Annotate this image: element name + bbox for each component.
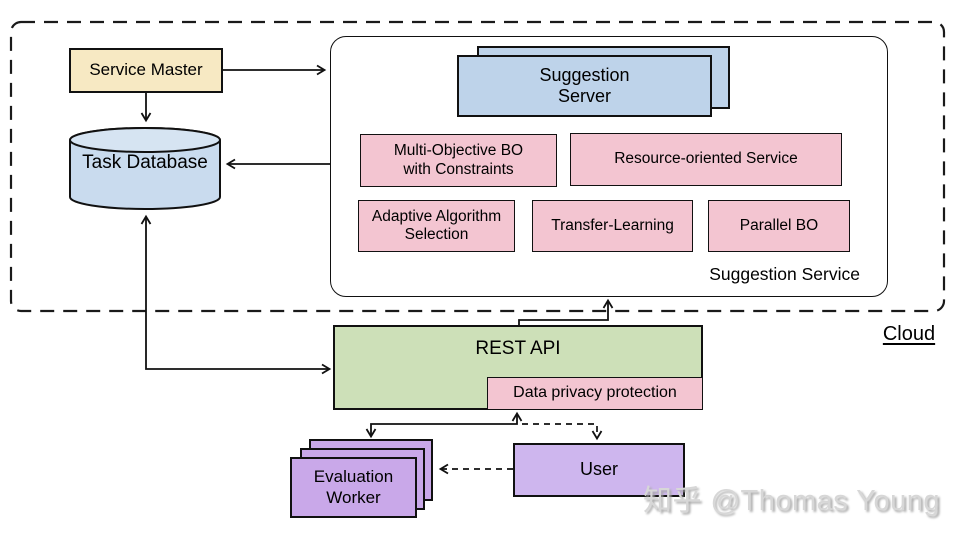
suggestion-server-label-line2: Server [557, 86, 611, 106]
parallel-bo-node: Parallel BO [708, 200, 850, 252]
arrow-evaluation-worker-data-privacy-bidirectional [365, 411, 523, 439]
resource-oriented-label: Resource-oriented Service [614, 150, 798, 168]
cloud-label: Cloud [882, 323, 936, 345]
cylinder-top [69, 127, 221, 153]
resource-oriented-service-node: Resource-oriented Service [570, 133, 842, 186]
dashed-arrow-data-privacy-to-user [522, 423, 603, 441]
suggestion-server-node: Suggestion Server [457, 55, 712, 117]
data-privacy-label: Data privacy protection [513, 384, 677, 402]
transfer-learning-node: Transfer-Learning [532, 200, 693, 252]
multi-objective-bo-node: Multi-Objective BO with Constraints [360, 134, 557, 187]
multi-objective-line1: Multi-Objective BO [393, 142, 524, 160]
user-label: User [579, 459, 618, 480]
suggestion-server-label-line1: Suggestion [539, 64, 630, 85]
watermark-text: 知乎 @Thomas Young [643, 485, 940, 517]
multi-objective-line2: with Constraints [403, 160, 514, 178]
suggestion-service-label: Suggestion Service [709, 264, 860, 284]
adaptive-algorithm-line2: Selection [404, 226, 469, 243]
task-database-cylinder [69, 127, 221, 210]
service-master-label: Service Master [89, 60, 203, 80]
user-node: User [513, 443, 685, 497]
arrow-rest-api-task-database-bidirectional [140, 214, 332, 375]
task-database-label: Task Database [82, 152, 208, 173]
parallel-bo-label: Parallel BO [739, 216, 819, 234]
rest-api-label: REST API [475, 338, 561, 359]
data-privacy-protection-node: Data privacy protection [487, 377, 703, 410]
service-master-node: Service Master [69, 48, 223, 93]
adaptive-algorithm-selection-node: Adaptive Algorithm Selection [358, 200, 515, 252]
cloud-dashed-boundary [9, 20, 946, 313]
adaptive-algorithm-line1: Adaptive Algorithm [371, 207, 502, 225]
evaluation-worker-node: Evaluation Worker [290, 457, 417, 518]
evaluation-worker-line1: Evaluation [313, 467, 394, 487]
evaluation-worker-line2: Worker [326, 487, 381, 507]
transfer-learning-label: Transfer-Learning [551, 216, 674, 234]
arrow-rest-api-to-suggestion-service [518, 298, 614, 328]
